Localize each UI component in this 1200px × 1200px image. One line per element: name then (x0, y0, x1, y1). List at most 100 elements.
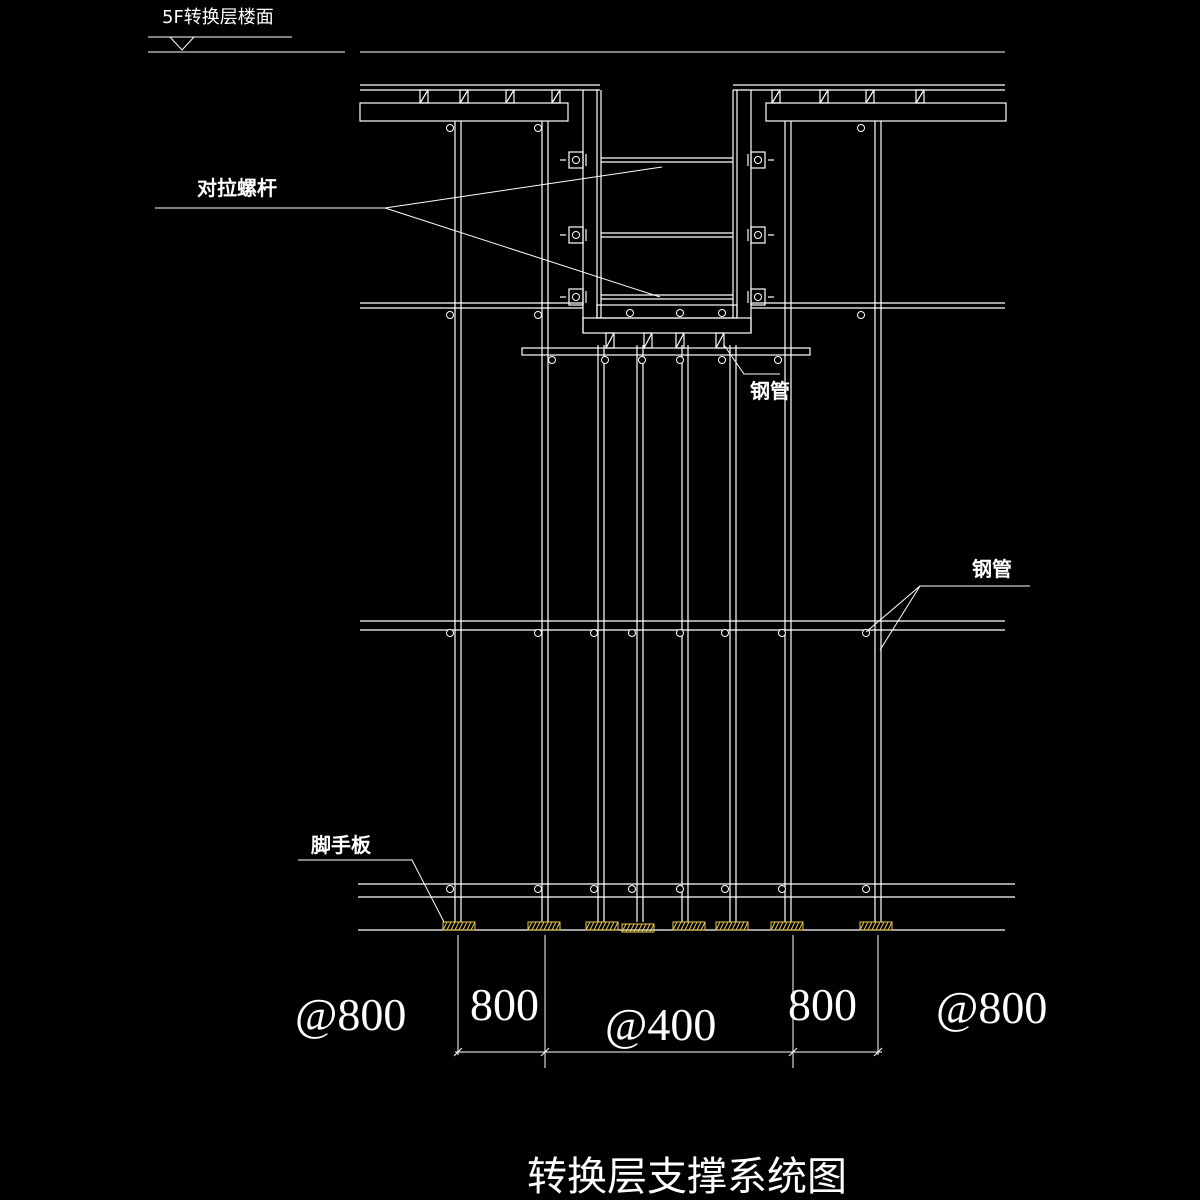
pad-hatch (633, 923, 639, 933)
base-pads (442, 921, 893, 933)
joist-hatch (459, 89, 469, 104)
label-steel-pipe-upper: 钢管 (723, 344, 790, 403)
pad-hatch (625, 923, 631, 933)
pad-hatch (466, 921, 472, 931)
pad-hatch (680, 921, 686, 931)
joist-hatch (419, 89, 429, 104)
pad-hatch (527, 921, 533, 931)
pad-hatch (597, 921, 603, 931)
dimension-lines (453, 935, 883, 1068)
bolt-nut (750, 151, 766, 169)
bolt-head (572, 231, 580, 239)
pad-hatch (875, 921, 881, 931)
beam-pin (676, 309, 684, 317)
beam-joist-hatch (643, 332, 653, 349)
joist-block (865, 89, 875, 104)
pad-hatch (593, 921, 599, 931)
bolt-head (754, 156, 762, 164)
dim-right-span: 800 (788, 979, 857, 1030)
pad-hatch (629, 923, 635, 933)
pad-hatch (676, 921, 682, 931)
bolt-nut (568, 288, 584, 306)
pad-hatch (867, 921, 873, 931)
vertical-poles (454, 121, 882, 922)
pad-hatch (458, 921, 464, 931)
joist-block (915, 89, 925, 104)
bolt-head (572, 293, 580, 301)
coupler-pin (590, 629, 598, 637)
coupler-pins (446, 124, 870, 893)
coupler-pin (548, 356, 556, 364)
bolt-head (754, 293, 762, 301)
pad-hatch (551, 921, 557, 931)
coupler-pin (857, 311, 865, 319)
label-scaffold-board: 脚手板 (298, 833, 445, 923)
pad-hatch (688, 921, 694, 931)
coupler-pin (601, 356, 609, 364)
dim-left-span: 800 (470, 979, 539, 1030)
coupler-pin (446, 124, 454, 132)
pad-hatch (547, 921, 553, 931)
coupler-pin (778, 885, 786, 893)
pad-hatch (539, 921, 545, 931)
coupler-pin (857, 124, 865, 132)
tie-rod-bolts (560, 151, 774, 306)
beam-pin (718, 309, 726, 317)
coupler-pin (774, 356, 782, 364)
pad-hatch (778, 921, 784, 931)
pad-hatch (684, 921, 690, 931)
pad-hatch (543, 921, 549, 931)
pad-hatch (731, 921, 737, 931)
coupler-pin (676, 629, 684, 637)
pad-hatch (700, 921, 706, 931)
pad-hatch (774, 921, 780, 931)
level-marker: 5F转换层楼面 (148, 7, 1005, 53)
joist-blocks-left (419, 89, 561, 104)
beam-joist-hatch (675, 332, 685, 349)
label-steel-pipe-right: 钢管 (865, 557, 1030, 651)
beam-joist-hatch (605, 332, 615, 349)
pad-hatch (605, 921, 611, 931)
joist-block (505, 89, 515, 104)
pad-hatch (613, 921, 619, 931)
coupler-pin (778, 629, 786, 637)
drawing-title: 转换层支撑系统图 (527, 1154, 847, 1200)
pad-hatch (723, 921, 729, 931)
coupler-pin (721, 885, 729, 893)
coupler-pin (718, 356, 726, 364)
bolt-head (572, 156, 580, 164)
pad-hatch (637, 923, 643, 933)
beam-pin (626, 309, 634, 317)
pad-hatch (782, 921, 788, 931)
coupler-pin (446, 885, 454, 893)
coupler-pin (721, 629, 729, 637)
pad-hatch (641, 923, 647, 933)
pad-hatch (739, 921, 745, 931)
joist-block (459, 89, 469, 104)
coupler-pin (590, 885, 598, 893)
pad-hatch (535, 921, 541, 931)
coupler-pin (534, 124, 542, 132)
slab-formwork (359, 84, 1007, 122)
coupler-pin (638, 356, 646, 364)
beam-formwork (560, 90, 774, 349)
pad-hatch (859, 921, 865, 931)
coupler-pin (534, 629, 542, 637)
joist-hatch (819, 89, 829, 104)
pad-hatch (531, 921, 537, 931)
bolt-head (754, 231, 762, 239)
pad-hatch (589, 921, 595, 931)
coupler-pin (534, 311, 542, 319)
pad-hatch (871, 921, 877, 931)
tie-rod-label: 对拉螺杆 (197, 176, 277, 200)
pad-hatch (645, 923, 651, 933)
pad-hatch (470, 921, 476, 931)
pad-hatch (790, 921, 796, 931)
pad-hatch (450, 921, 456, 931)
steel-pipe-label-right: 钢管 (972, 557, 1012, 581)
pad-hatch (735, 921, 741, 931)
pad-hatch (798, 921, 804, 931)
pad-hatch (585, 921, 591, 931)
coupler-pin (676, 356, 684, 364)
bolt-nut (750, 288, 766, 306)
